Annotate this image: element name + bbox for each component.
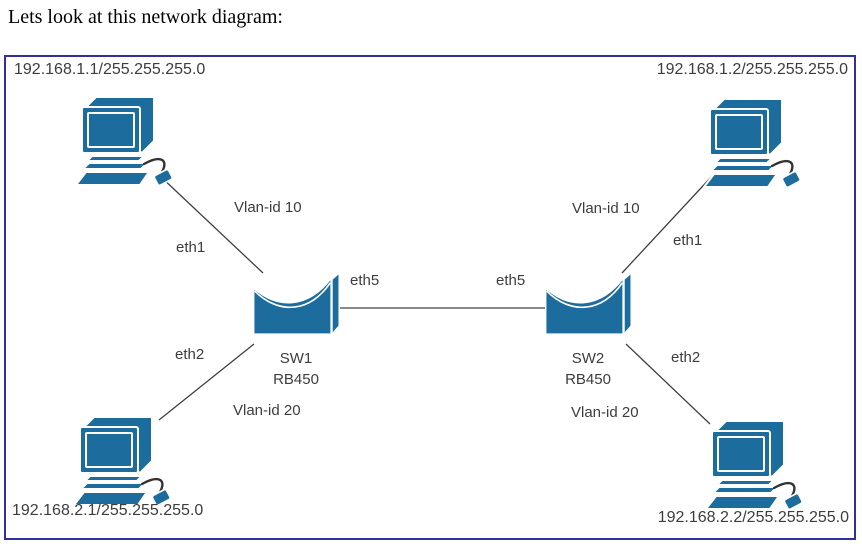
switch-name-sw2: SW2 [571, 350, 605, 367]
label-sw2-eth2: eth2 [671, 349, 701, 366]
computer-icon [70, 413, 174, 509]
label-sw1-eth1: eth1 [176, 239, 206, 256]
label-sw2-vlan20: Vlan-id 20 [571, 404, 639, 421]
computer-icon [72, 93, 176, 189]
host-ip-top-right: 192.168.1.2/255.255.255.0 [656, 61, 848, 78]
switch-model-sw1: RB450 [273, 371, 319, 388]
computer-icon [700, 95, 804, 191]
host-ip-bottom-left: 192.168.2.1/255.255.255.0 [12, 502, 204, 519]
switch-model-sw2: RB450 [565, 371, 611, 388]
host-ip-bottom-right: 192.168.2.2/255.255.255.0 [657, 509, 849, 526]
page-title: Lets look at this network diagram: [8, 6, 283, 28]
switch-icon-sw2 [543, 271, 633, 345]
label-sw2-eth1: eth1 [673, 232, 703, 249]
label-sw1-vlan10: Vlan-id 10 [234, 199, 302, 216]
label-sw1-vlan20: Vlan-id 20 [233, 402, 301, 419]
switch-name-sw1: SW1 [279, 350, 313, 367]
host-ip-top-left: 192.168.1.1/255.255.255.0 [14, 61, 206, 78]
label-sw2-vlan10: Vlan-id 10 [572, 200, 640, 217]
label-sw2-eth5: eth5 [496, 272, 526, 289]
computer-icon [702, 417, 806, 513]
label-sw1-eth2: eth2 [175, 346, 205, 363]
switch-icon-sw1 [251, 271, 341, 345]
label-sw1-eth5: eth5 [350, 272, 380, 289]
